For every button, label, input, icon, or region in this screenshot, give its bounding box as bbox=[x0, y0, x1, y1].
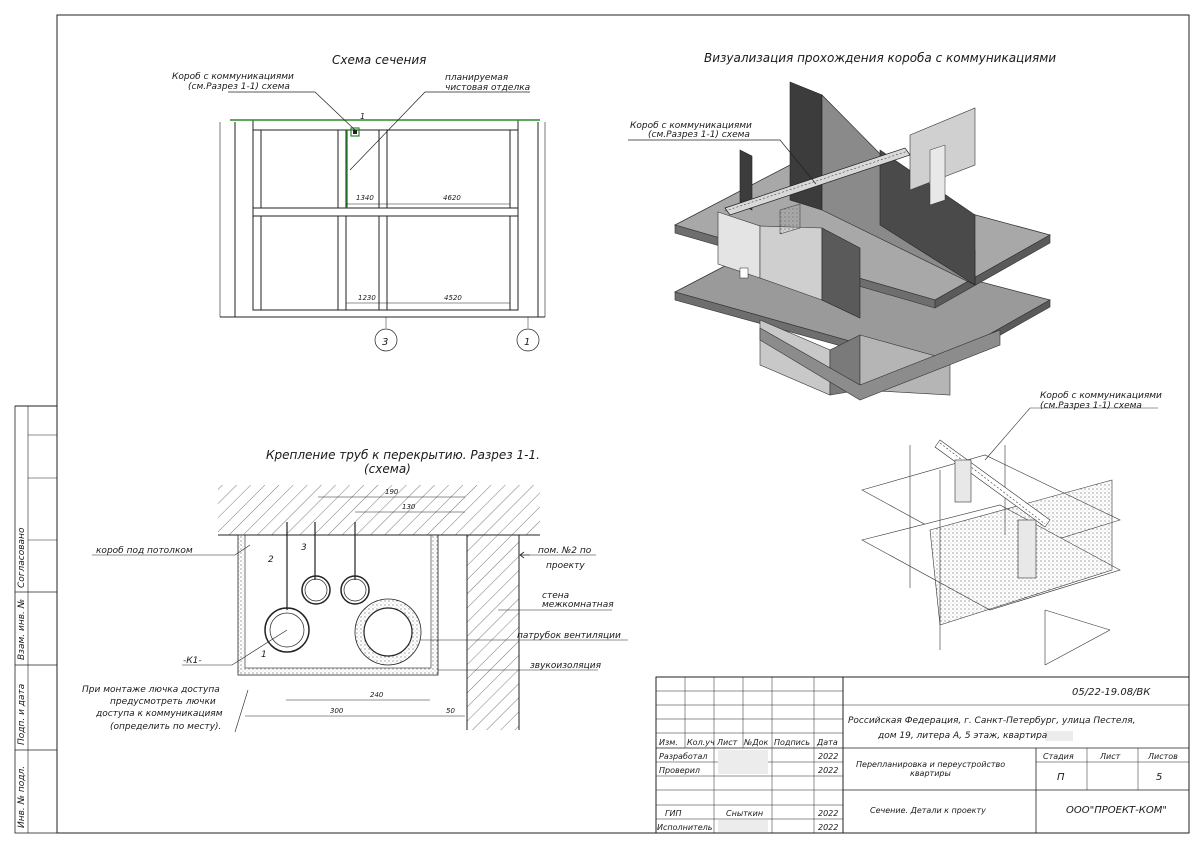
label-k1: -К1- bbox=[183, 656, 202, 666]
dim-4520: 4520 bbox=[444, 294, 462, 302]
dim-130: 130 bbox=[402, 503, 416, 511]
label-wall-line2: межкомнатная bbox=[542, 600, 614, 610]
dim-50: 50 bbox=[446, 707, 455, 715]
vis-callout-line1: Короб с коммуникациями bbox=[630, 121, 752, 131]
stage-value: П bbox=[1057, 772, 1065, 783]
label-insulation: звукоизоляция bbox=[530, 661, 602, 671]
date-executor: 2022 bbox=[818, 823, 838, 832]
hdr-sign: Подпись bbox=[774, 738, 810, 747]
hdr-list: Лист bbox=[716, 738, 738, 747]
address-line2: дом 19, литера А, 5 этаж, квартира bbox=[877, 731, 1047, 741]
note-line3: доступа к коммуникациям bbox=[95, 709, 223, 719]
sheet-frame bbox=[56, 14, 1190, 834]
role-developed: Разработал bbox=[659, 752, 707, 761]
label-room-line2: проекту bbox=[546, 561, 585, 571]
hdr-date: Дата bbox=[816, 738, 838, 747]
title-block bbox=[655, 676, 1190, 834]
callout-box-line2: (см.Разрез 1-1) схема bbox=[188, 82, 290, 92]
label-n1: 1 bbox=[261, 650, 267, 660]
project-name-line2: квартиры bbox=[910, 769, 951, 778]
axis-1-label: 1 bbox=[524, 337, 530, 348]
stamp-inv-replace: Взам. инв. № bbox=[17, 599, 27, 660]
pipe-title-2: (схема) bbox=[364, 462, 411, 476]
label-room-line1: пом. №2 по bbox=[538, 546, 592, 556]
section-mark: 1 bbox=[360, 112, 365, 121]
sheets-label: Листов bbox=[1147, 752, 1178, 761]
stage-label: Стадия bbox=[1043, 752, 1074, 761]
label-ceiling-box: короб под потолком bbox=[96, 546, 193, 556]
side-stamp: Согласовано Взам. инв. № Подп. и дата Ин… bbox=[14, 405, 58, 834]
vis-small-callout-line1: Короб с коммуникациями bbox=[1040, 391, 1162, 401]
dim-4620: 4620 bbox=[443, 194, 461, 202]
date-developed: 2022 bbox=[818, 752, 838, 761]
visualization-title: Визуализация прохождения короба с коммун… bbox=[704, 51, 1056, 65]
dim-1230: 1230 bbox=[358, 294, 376, 302]
hdr-izm: Изм. bbox=[659, 738, 678, 747]
dim-240: 240 bbox=[370, 691, 384, 699]
role-checked: Проверил bbox=[659, 766, 700, 775]
pipe-section: Крепление труб к перекрытию. Разрез 1-1.… bbox=[92, 448, 628, 733]
callout-box-line1: Короб с коммуникациями bbox=[172, 72, 294, 82]
callout-finish-line1: планируемая bbox=[445, 73, 509, 83]
hdr-kol: Кол.уч bbox=[687, 738, 715, 747]
axis-1-marker bbox=[516, 328, 540, 352]
section-scheme-title: Схема сечения bbox=[332, 53, 426, 67]
label-n3: 3 bbox=[301, 543, 307, 553]
title-block-text: 05/22-19.08/ВК Российская Федерация, г. … bbox=[657, 687, 1178, 832]
label-wall-line1: стена bbox=[542, 591, 569, 601]
role-gip: ГИП bbox=[665, 809, 681, 818]
label-vent: патрубок вентиляции bbox=[517, 631, 621, 641]
project-name-line1: Перепланировка и переустройство bbox=[856, 760, 1005, 769]
section-scheme: Схема сечения 1 1340 4620 1230 4520 bbox=[219, 53, 546, 352]
dim-1340: 1340 bbox=[356, 194, 374, 202]
pipe-title-1: Крепление труб к перекрытию. Разрез 1-1. bbox=[266, 448, 540, 462]
visualization-line-iso bbox=[861, 407, 1158, 666]
date-checked: 2022 bbox=[818, 766, 838, 775]
doc-code: 05/22-19.08/ВК bbox=[1072, 687, 1151, 698]
dim-190: 190 bbox=[385, 488, 399, 496]
axis-3-marker bbox=[374, 328, 398, 352]
note-line4: (определить по месту). bbox=[110, 722, 221, 732]
vis-callout-line2: (см.Разрез 1-1) схема bbox=[648, 130, 750, 140]
stamp-agreed: Согласовано bbox=[17, 527, 27, 588]
callout-finish-line2: чистовая отделка bbox=[445, 83, 530, 93]
label-n2: 2 bbox=[268, 555, 274, 565]
stamp-sign-date: Подп. и дата bbox=[17, 684, 27, 745]
visualization-3d: Визуализация прохождения короба с коммун… bbox=[628, 51, 1056, 401]
stamp-inv-original: Инв. № подл. bbox=[17, 766, 27, 828]
address-line1: Российская Федерация, г. Санкт-Петербург… bbox=[848, 716, 1135, 726]
sheets-value: 5 bbox=[1156, 772, 1162, 783]
date-gip: 2022 bbox=[818, 809, 838, 818]
name-gip: Сныткин bbox=[726, 809, 763, 818]
note-line2: предусмотреть лючки bbox=[110, 697, 216, 707]
sheet-title: Сечение. Детали к проекту bbox=[870, 806, 986, 815]
dim-300: 300 bbox=[330, 707, 344, 715]
note-line1: При монтаже лючка доступа bbox=[82, 685, 220, 695]
company-name: ООО"ПРОЕКТ-КОМ" bbox=[1066, 805, 1167, 816]
vis-small-callout-line2: (см.Разрез 1-1) схема bbox=[1040, 401, 1142, 411]
sheet-label: Лист bbox=[1099, 752, 1121, 761]
hdr-doc: №Док bbox=[743, 738, 768, 747]
axis-3-label: 3 bbox=[382, 337, 388, 348]
role-executor: Исполнитель bbox=[657, 823, 713, 832]
